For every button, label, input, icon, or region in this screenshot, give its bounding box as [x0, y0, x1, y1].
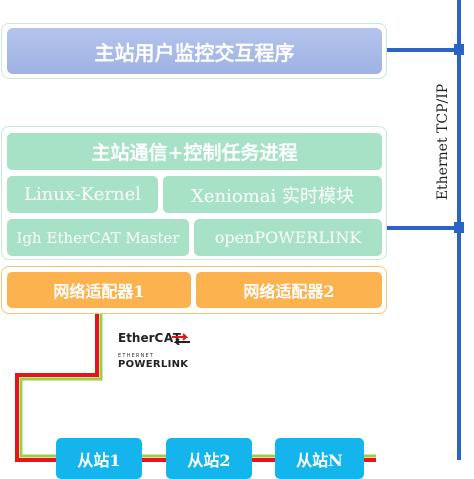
slave-1-label: 从站1 — [77, 450, 121, 470]
ethercat-arrows-icon — [172, 333, 190, 345]
adapter-1-label: 网络适配器1 — [53, 282, 145, 301]
powerlink-stack-box: openPOWERLINK — [194, 219, 382, 256]
igh-master-box: Igh EtherCAT Master — [7, 219, 189, 256]
linux-kernel-label: Linux-Kernel — [23, 184, 142, 205]
xenomai-label: Xeniomai 实时模块 — [191, 185, 354, 207]
linux-kernel-box: Linux-Kernel — [7, 176, 158, 213]
mid-connector — [386, 226, 459, 230]
slave-n-box: 从站N — [275, 438, 364, 479]
igh-master-label: Igh EtherCAT Master — [16, 228, 180, 247]
slave-1-box: 从站1 — [56, 438, 142, 479]
cable-green — [19, 314, 376, 458]
slave-2-label: 从站2 — [187, 450, 231, 470]
adapter-2-label: 网络适配器2 — [243, 282, 335, 301]
mid-connector-node — [454, 222, 464, 233]
ethercat-logo: EtherCAT — [118, 331, 182, 345]
adapter-2-box: 网络适配器2 — [196, 272, 382, 308]
slave-n-label: 从站N — [296, 450, 343, 470]
slave-2-box: 从站2 — [166, 438, 252, 479]
comm-task-label: 主站通信+控制任务进程 — [91, 142, 298, 164]
top-connector-node — [454, 44, 464, 55]
comm-task-box: 主站通信+控制任务进程 — [7, 133, 382, 170]
powerlink-logo: POWERLINK — [118, 359, 189, 370]
powerlink-logo-ethernet: ETHERNET — [118, 353, 155, 359]
xenomai-box: Xeniomai 实时模块 — [163, 176, 382, 213]
user-program-label: 主站用户监控交互程序 — [94, 40, 295, 65]
user-program-box: 主站用户监控交互程序 — [7, 28, 382, 74]
top-connector — [386, 48, 459, 52]
powerlink-stack-label: openPOWERLINK — [214, 228, 362, 247]
adapter-1-box: 网络适配器1 — [7, 272, 191, 308]
